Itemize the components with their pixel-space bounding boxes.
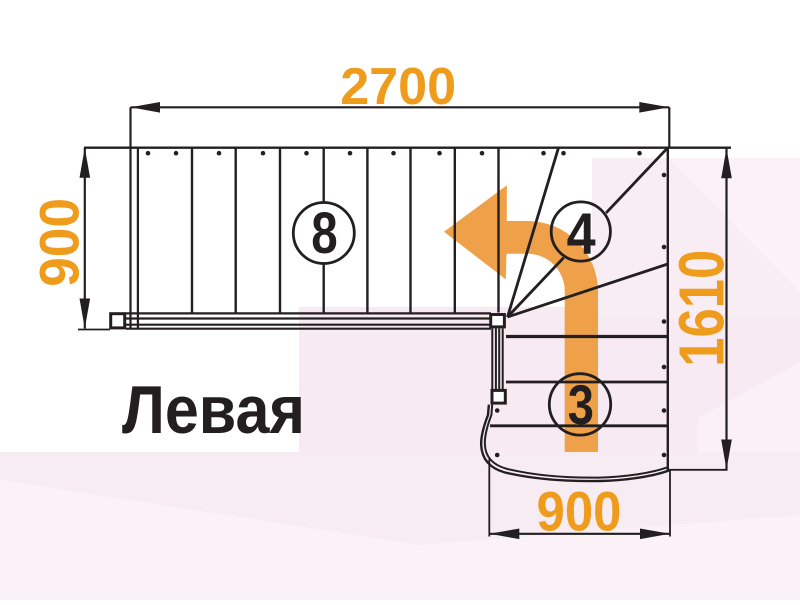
svg-text:900: 900 [537,480,622,542]
svg-text:2700: 2700 [340,58,456,116]
svg-text:4: 4 [567,201,596,266]
svg-text:900: 900 [29,198,91,287]
svg-text:8: 8 [311,201,337,266]
svg-text:3: 3 [568,373,594,436]
svg-text:Левая: Левая [122,372,305,448]
svg-text:1610: 1610 [666,250,738,367]
